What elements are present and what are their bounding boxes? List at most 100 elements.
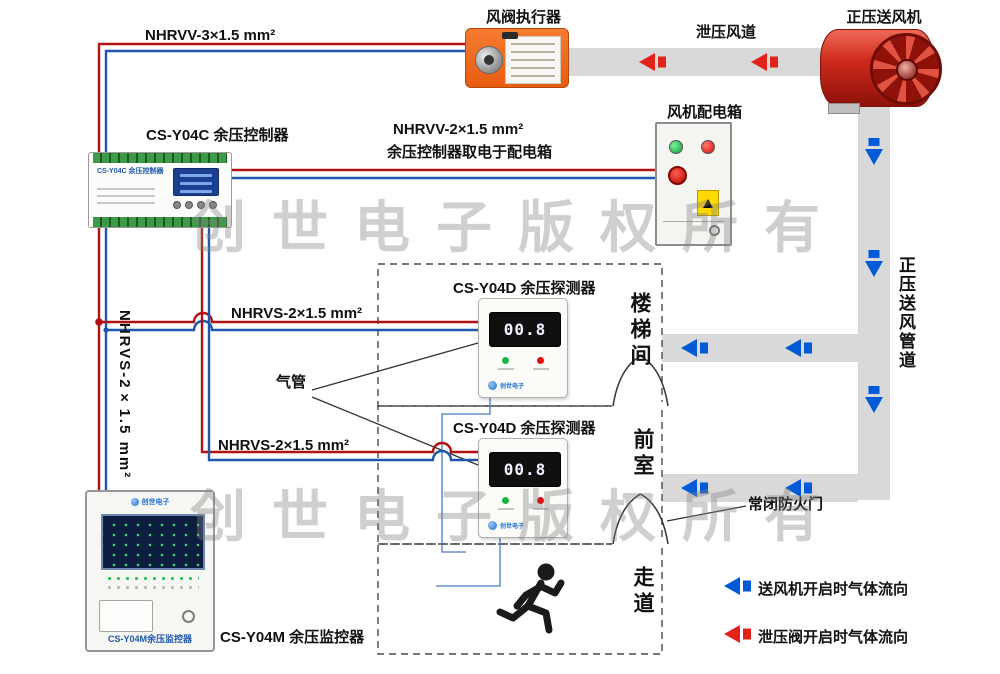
door1-opening	[612, 402, 669, 410]
wire-junction-red	[95, 318, 103, 326]
air-tube-run1	[441, 398, 491, 553]
legend-relief-arrow-icon	[724, 625, 751, 643]
damper-actuator-device	[465, 28, 569, 88]
brand-logo-icon	[488, 381, 497, 390]
air-tube-detector1	[311, 342, 479, 391]
brand-text: 创世电子	[500, 524, 525, 530]
detector2-brand: 创世电子	[488, 521, 524, 530]
monitor-keypad-tray	[99, 600, 153, 632]
label-monitor: CS-Y04M 余压监控器	[220, 629, 365, 646]
actuator-shaft	[475, 46, 503, 74]
terminal-strip-bottom	[93, 217, 227, 227]
wire-red-main	[97, 42, 466, 490]
stairwell-wall	[377, 263, 663, 407]
wires	[95, 42, 656, 490]
controller-device: CS-Y04C 余压控制器	[88, 152, 232, 228]
supply-duct-vertical-shape	[858, 100, 890, 500]
wire-red-detector2	[200, 226, 479, 454]
supply-fan-device	[820, 26, 942, 114]
power-distribution-box-device	[655, 122, 732, 246]
controller-print-lines	[97, 183, 155, 209]
brand-text: 创世电子	[500, 384, 525, 390]
detector2-green-led	[502, 497, 509, 504]
label-actuator: 风阀执行器	[486, 9, 562, 26]
label-detector1: CS-Y04D 余压探测器	[453, 280, 596, 297]
detector1-display: 00.8	[489, 312, 561, 347]
detector2-display: 00.8	[489, 452, 561, 487]
monitor-cabinet-device: 创世电子 CS-Y04M余压监控器	[85, 490, 215, 652]
monitor-indicator-row2	[105, 585, 199, 590]
room-stairwell-label: 楼梯间	[628, 292, 651, 370]
room-walls	[377, 263, 663, 655]
detector2-led-label-b	[533, 508, 549, 510]
duct-group	[568, 48, 890, 502]
label-power-cable: NHRVV-2×1.5 mm²	[393, 121, 524, 138]
door1-arcs	[612, 355, 669, 407]
detector1-red-led	[537, 357, 544, 364]
detector1-brand: 创世电子	[488, 381, 524, 390]
monitor-faceplate-text: CS-Y04M余压监控器	[107, 634, 192, 644]
label-bus-h2: NHRVS-2×1.5 mm²	[218, 437, 350, 454]
fire-door-leader-line	[666, 505, 747, 522]
air-tube-run2	[436, 538, 501, 587]
legend-relief-text: 泄压阀开启时气体流向	[758, 629, 909, 646]
label-air-tube: 气管	[276, 374, 307, 391]
wire-blue-detector2	[207, 226, 479, 462]
detector1-device: 00.8 创世电子	[478, 298, 568, 398]
label-supply-fan: 正压送风机	[846, 9, 922, 26]
label-supply-duct: 正压送风管道	[896, 256, 915, 370]
fan-base	[828, 103, 860, 114]
legend-supply-text: 送风机开启时气体流向	[758, 581, 909, 598]
actuator-nameplate	[505, 36, 561, 84]
fan-hub	[896, 59, 918, 81]
fire-doors	[612, 355, 747, 548]
brand-text: 创世电子	[141, 499, 170, 506]
actuator-cap	[502, 32, 518, 39]
label-bus-h1: NHRVS-2×1.5 mm²	[231, 305, 363, 322]
detector2-reading: 00.8	[503, 460, 547, 479]
warning-sticker	[697, 190, 719, 216]
detector1-led-label-b	[533, 368, 549, 370]
cabinet-keyhole	[709, 225, 720, 236]
label-fire-door: 常闭防火门	[748, 496, 824, 513]
label-power-box: 风机配电箱	[667, 104, 743, 121]
red-indicator-light	[701, 140, 715, 154]
air-tubes	[311, 342, 501, 587]
air-tube-detector2	[311, 396, 479, 466]
red-push-button	[668, 166, 687, 185]
detector2-device: 00.8 创世电子	[478, 438, 568, 538]
door2-arcs	[612, 493, 669, 545]
label-bus-vertical: NHRVS-2×1.5 mm²	[116, 310, 133, 480]
label-detector2: CS-Y04D 余压探测器	[453, 420, 596, 437]
wire-blue-main	[104, 49, 466, 490]
running-person-icon	[496, 563, 565, 634]
detector2-led-label-a	[498, 508, 514, 510]
detector1-green-led	[502, 357, 509, 364]
corridor-wall	[377, 543, 663, 655]
green-indicator-light	[669, 140, 683, 154]
brand-logo-icon	[130, 498, 139, 506]
controller-faceplate-text: CS-Y04C 余压控制器	[97, 168, 164, 175]
terminal-strip-top	[93, 153, 227, 163]
label-controller: CS-Y04C 余压控制器	[146, 127, 289, 144]
relief-duct-shape	[568, 48, 822, 76]
brand-logo-icon	[488, 521, 497, 530]
wire-junction-blue	[103, 327, 109, 333]
label-relief-duct: 泄压风道	[696, 24, 757, 41]
detector1-led-label-a	[498, 368, 514, 370]
label-actuator-cable: NHRVV-3×1.5 mm²	[145, 27, 276, 44]
monitor-indicator-row1	[105, 576, 199, 581]
monitor-lock	[182, 610, 195, 623]
door2-opening	[612, 540, 669, 548]
monitor-brand: 创世电子	[87, 497, 213, 507]
detector2-red-led	[537, 497, 544, 504]
detector1-reading: 00.8	[503, 320, 547, 339]
warning-triangle-icon	[703, 198, 713, 208]
front-room-wall	[377, 405, 663, 545]
controller-lcd	[173, 168, 219, 196]
cabinet-seam	[663, 221, 724, 222]
legend-supply-arrow-icon	[724, 577, 751, 595]
room-front-label: 前室	[631, 428, 654, 480]
